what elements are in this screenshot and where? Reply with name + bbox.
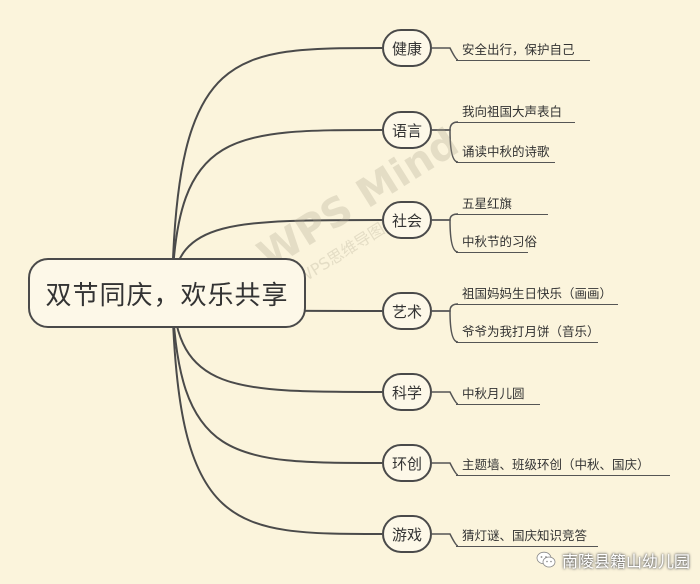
- leaf-underline: [456, 342, 598, 343]
- leaf-underline: [456, 404, 540, 405]
- source-badge: 南陵县籍山幼儿园: [536, 548, 690, 572]
- branch-node[interactable]: 社会: [382, 201, 432, 239]
- leaf-connector: [432, 462, 459, 476]
- branch-node[interactable]: 艺术: [382, 292, 432, 330]
- leaf-connector: [432, 303, 459, 312]
- leaf-underline: [456, 546, 598, 547]
- root-topic-label: 双节同庆，欢乐共享: [45, 280, 289, 311]
- leaf-item[interactable]: 安全出行，保护自己: [462, 42, 575, 57]
- branch-label: 环创: [391, 454, 422, 473]
- wechat-icon: [536, 551, 556, 568]
- branch-node[interactable]: 健康: [382, 29, 432, 67]
- leaf-item[interactable]: 爷爷为我打月饼（音乐）: [462, 324, 600, 339]
- branch-connector: [171, 289, 383, 464]
- branch-label: 艺术: [391, 302, 422, 321]
- branch-connector: [171, 47, 383, 291]
- branch-connector: [171, 289, 383, 535]
- leaf-connector: [432, 129, 459, 163]
- leaf-underline: [456, 252, 528, 253]
- leaf-underline: [456, 214, 548, 215]
- leaf-underline: [456, 475, 670, 476]
- leaf-item[interactable]: 诵读中秋的诗歌: [462, 144, 550, 159]
- leaf-connector: [432, 121, 459, 131]
- branch-node[interactable]: 语言: [382, 111, 432, 149]
- leaf-connector: [432, 391, 459, 405]
- leaf-connector: [432, 219, 459, 253]
- leaf-connector: [432, 533, 459, 547]
- leaf-item[interactable]: 主题墙、班级环创（中秋、国庆）: [462, 457, 650, 472]
- leaf-underline: [456, 304, 618, 305]
- leaf-underline: [456, 122, 575, 123]
- leaf-item[interactable]: 中秋节的习俗: [462, 234, 538, 249]
- branch-node[interactable]: 游戏: [382, 515, 432, 553]
- leaf-item[interactable]: 中秋月儿圆: [462, 386, 525, 401]
- source-label: 南陵县籍山幼儿园: [561, 552, 690, 571]
- branch-connector: [171, 129, 383, 291]
- leaf-connector: [432, 310, 459, 343]
- branch-label: 游戏: [391, 525, 422, 544]
- leaf-item[interactable]: 五星红旗: [462, 196, 513, 211]
- leaf-item[interactable]: 我向祖国大声表白: [462, 104, 563, 119]
- leaf-underline: [456, 60, 590, 61]
- leaf-item[interactable]: 猜灯谜、国庆知识竞答: [462, 528, 588, 543]
- branch-label: 科学: [391, 383, 422, 402]
- leaf-underline: [456, 162, 555, 163]
- leaf-connector: [432, 47, 459, 61]
- branch-node[interactable]: 环创: [382, 444, 432, 482]
- branch-label: 语言: [391, 121, 422, 140]
- leaf-connector: [432, 213, 459, 221]
- branch-label: 社会: [391, 211, 422, 230]
- root-topic[interactable]: 双节同庆，欢乐共享: [28, 258, 306, 328]
- branch-node[interactable]: 科学: [382, 373, 432, 411]
- leaf-item[interactable]: 祖国妈妈生日快乐（画画）: [462, 286, 613, 301]
- branch-label: 健康: [391, 39, 422, 58]
